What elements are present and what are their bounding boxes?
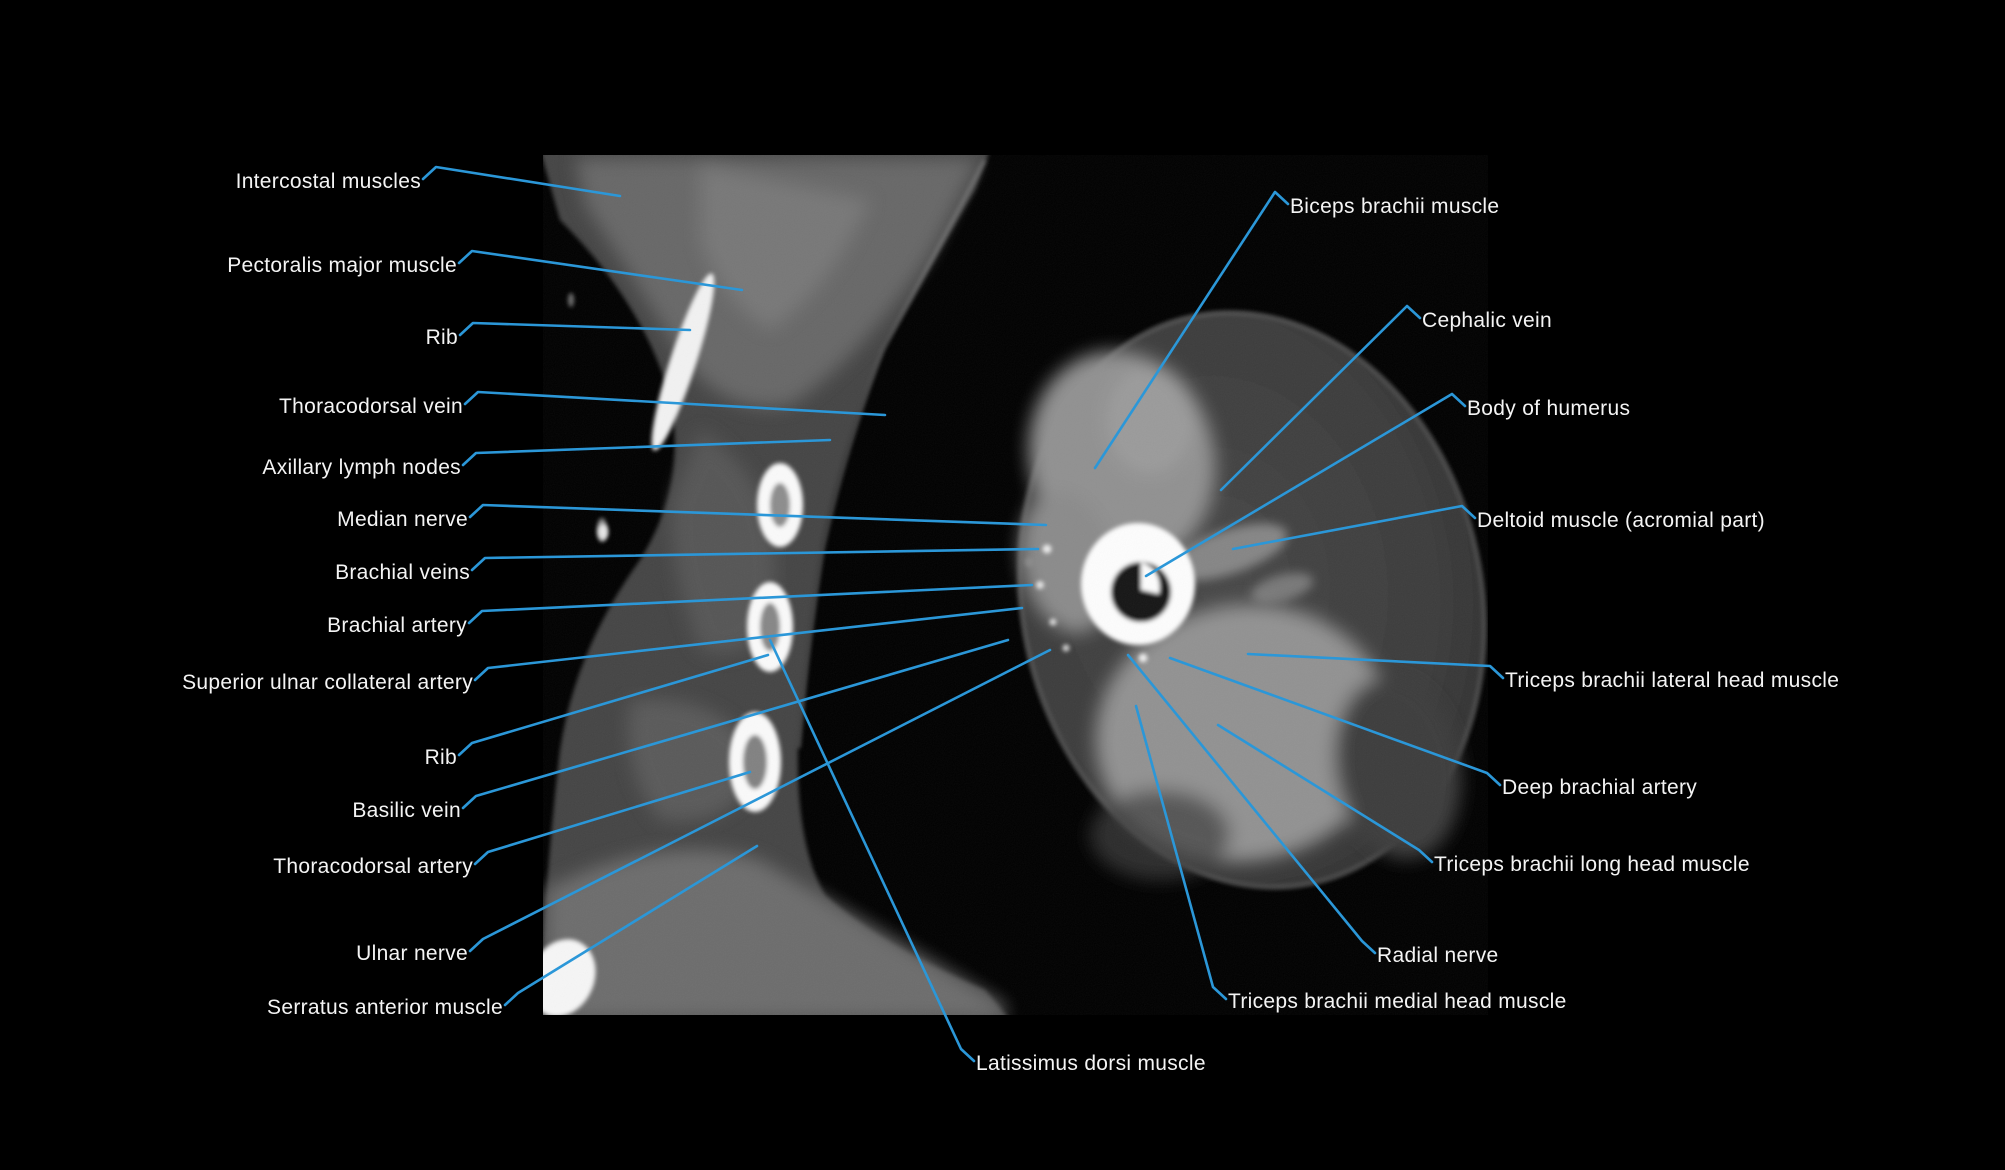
label-ulnar-nerve: Ulnar nerve — [356, 942, 468, 965]
label-body-of-humerus: Body of humerus — [1467, 397, 1631, 420]
label-thoracodorsal-vein: Thoracodorsal vein — [279, 395, 463, 418]
label-latissimus-dorsi-muscle: Latissimus dorsi muscle — [976, 1052, 1206, 1075]
label-triceps-brachii-long-head-muscle: Triceps brachii long head muscle — [1434, 853, 1750, 876]
ct-noise-overlay — [543, 155, 1488, 1015]
label-cephalic-vein: Cephalic vein — [1422, 309, 1552, 332]
label-pectoralis-major-muscle: Pectoralis major muscle — [227, 254, 457, 277]
label-biceps-brachii-muscle: Biceps brachii muscle — [1290, 195, 1500, 218]
label-median-nerve: Median nerve — [337, 508, 468, 531]
label-deltoid-muscle-acromial-part: Deltoid muscle (acromial part) — [1477, 509, 1765, 532]
label-brachial-veins: Brachial veins — [335, 561, 470, 584]
label-serratus-anterior-muscle: Serratus anterior muscle — [267, 996, 503, 1019]
label-triceps-brachii-lateral-head-muscle: Triceps brachii lateral head muscle — [1505, 669, 1840, 692]
label-thoracodorsal-artery: Thoracodorsal artery — [273, 855, 473, 878]
label-rib-upper: Rib — [425, 326, 458, 349]
label-superior-ulnar-collateral-artery: Superior ulnar collateral artery — [182, 671, 473, 694]
label-intercostal-muscles: Intercostal muscles — [235, 170, 421, 193]
label-deep-brachial-artery: Deep brachial artery — [1502, 776, 1698, 799]
label-triceps-brachii-medial-head-muscle: Triceps brachii medial head muscle — [1228, 990, 1567, 1013]
label-axillary-lymph-nodes: Axillary lymph nodes — [262, 456, 461, 479]
label-basilic-vein: Basilic vein — [352, 799, 461, 822]
label-rib-lower: Rib — [424, 746, 457, 769]
label-brachial-artery: Brachial artery — [327, 614, 467, 637]
label-radial-nerve: Radial nerve — [1377, 944, 1499, 967]
